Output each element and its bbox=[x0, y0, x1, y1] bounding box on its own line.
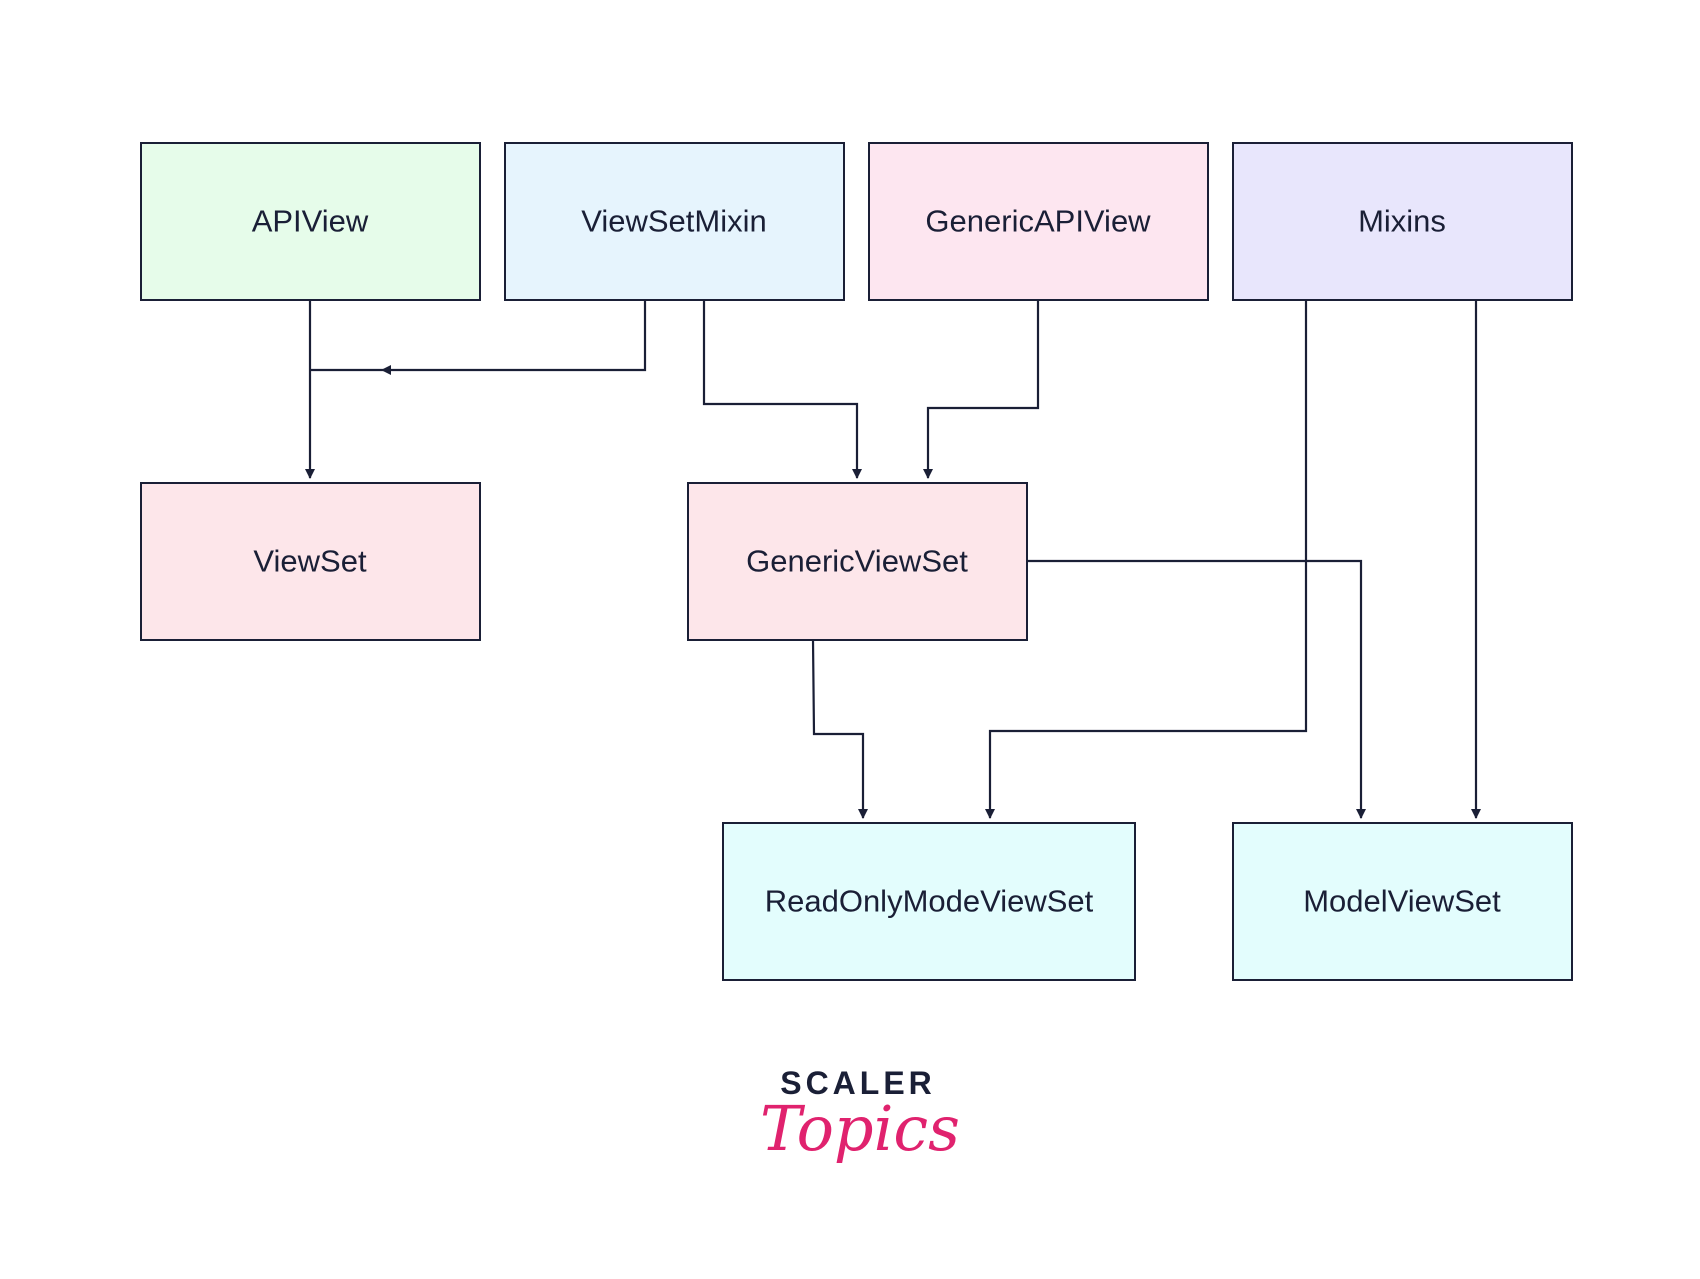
node-viewsetmixin: ViewSetMixin bbox=[504, 142, 845, 301]
node-box bbox=[722, 822, 1136, 981]
node-genericapiview: GenericAPIView bbox=[868, 142, 1209, 301]
edge-genericviewset-to-modelviewset bbox=[1028, 559, 1366, 819]
node-box bbox=[868, 142, 1209, 301]
node-genericviewset: GenericViewSet bbox=[687, 482, 1028, 641]
logo-topics-text: Topics bbox=[760, 1092, 960, 1165]
node-box bbox=[504, 142, 845, 301]
edge-genericapiview-to-genericviewset bbox=[923, 301, 1040, 479]
node-box bbox=[687, 482, 1028, 641]
edge-mixins-to-readonlymodeviewset bbox=[985, 301, 1308, 819]
node-box bbox=[1232, 142, 1573, 301]
node-viewset: ViewSet bbox=[140, 482, 481, 641]
node-apiview: APIView bbox=[140, 142, 481, 301]
edge-viewsetmixin-to-viewset bbox=[381, 301, 647, 375]
scaler-topics-logo: SCALER Topics bbox=[760, 1065, 960, 1165]
node-readonlymodeviewset: ReadOnlyModeViewSet bbox=[722, 822, 1136, 981]
node-box bbox=[1232, 822, 1573, 981]
node-label: ReadOnlyModeViewSet bbox=[765, 884, 1094, 919]
edge-viewsetmixin-to-genericviewset bbox=[702, 301, 862, 479]
node-label: GenericAPIView bbox=[925, 204, 1151, 239]
node-mixins: Mixins bbox=[1232, 142, 1573, 301]
node-modelviewset: ModelViewSet bbox=[1232, 822, 1573, 981]
node-label: ViewSet bbox=[253, 544, 367, 579]
edges bbox=[305, 301, 1481, 819]
node-label: APIView bbox=[252, 204, 369, 239]
node-label: Mixins bbox=[1358, 204, 1446, 239]
edge-genericviewset-to-readonlymodeviewset bbox=[811, 639, 868, 819]
logo-scaler-text: SCALER bbox=[780, 1065, 936, 1101]
node-box bbox=[140, 482, 481, 641]
node-label: GenericViewSet bbox=[746, 544, 968, 579]
node-box bbox=[140, 142, 481, 301]
node-label: ModelViewSet bbox=[1303, 884, 1501, 919]
node-label: ViewSetMixin bbox=[581, 204, 767, 239]
